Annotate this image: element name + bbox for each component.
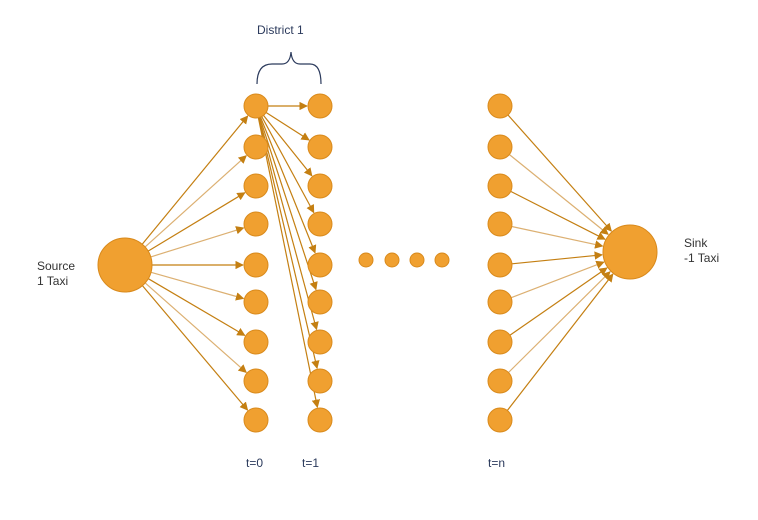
- edge-tn-sink-5: [511, 251, 603, 265]
- node-t0-2: [243, 134, 269, 160]
- edge-source-t0-4: [150, 226, 245, 258]
- ellipsis-dot-1: [358, 252, 374, 268]
- node-t0-5: [243, 252, 269, 278]
- node-t1-4: [307, 211, 333, 237]
- district-label: District 1: [257, 23, 304, 37]
- node-tn-1: [487, 93, 513, 119]
- node-t1-6: [307, 289, 333, 315]
- edge-tn-sink-6: [510, 260, 605, 299]
- source-node: [97, 237, 153, 293]
- source-label: Source 1 Taxi: [37, 259, 76, 288]
- edge-source-t0-9: [141, 285, 249, 411]
- time-label-t1: t=1: [302, 456, 320, 470]
- edge-t0-t1-3: [263, 115, 313, 177]
- edge-tn-sink-1: [507, 114, 612, 232]
- edge-t0-t1-4: [261, 116, 315, 214]
- node-tn-8: [487, 368, 513, 394]
- edge-t0-t1-8: [258, 117, 320, 370]
- node-t0-6: [243, 289, 269, 315]
- edge-source-t0-3: [147, 192, 246, 252]
- sink-node: [602, 224, 658, 280]
- node-t1-1: [307, 93, 333, 119]
- node-tn-5: [487, 252, 513, 278]
- edge-source-t0-7: [147, 278, 246, 336]
- node-tn-3: [487, 173, 513, 199]
- edge-t0-t1-2: [265, 111, 310, 141]
- edge-tn-sink-7: [509, 267, 608, 336]
- edge-source-t0-8: [144, 282, 247, 373]
- node-t0-7: [243, 329, 269, 355]
- edge-source-t0-6: [150, 271, 245, 301]
- node-t1-5: [307, 252, 333, 278]
- node-t1-8: [307, 368, 333, 394]
- edge-tn-sink-3: [510, 190, 606, 240]
- node-t0-4: [243, 211, 269, 237]
- node-t0-8: [243, 368, 269, 394]
- ellipsis-dot-3: [409, 252, 425, 268]
- edge-t0-t1-9: [257, 117, 321, 409]
- node-t0-9: [243, 407, 269, 433]
- node-t1-3: [307, 173, 333, 199]
- edge-t0-t1-7: [258, 117, 319, 331]
- edge-tn-sink-8: [508, 271, 611, 373]
- nodes: [97, 93, 658, 433]
- district-brace: [256, 51, 322, 85]
- edge-t0-t1-6: [259, 117, 318, 291]
- edges: [141, 101, 614, 411]
- edge-t0-t1-5: [259, 116, 317, 254]
- ellipsis-dot-4: [434, 252, 450, 268]
- edge-source-t0-1: [141, 115, 249, 245]
- edge-source-t0-2: [144, 155, 247, 248]
- node-tn-7: [487, 329, 513, 355]
- node-tn-2: [487, 134, 513, 160]
- edge-tn-sink-2: [508, 154, 609, 235]
- sink-label: Sink -1 Taxi: [684, 236, 720, 265]
- time-label-t0: t=0: [246, 456, 264, 470]
- node-t1-7: [307, 329, 333, 355]
- node-t0-1: [243, 93, 269, 119]
- edge-tn-sink-9: [506, 273, 614, 411]
- node-tn-4: [487, 211, 513, 237]
- edge-tn-sink-4: [511, 225, 604, 249]
- ellipsis-dot-2: [384, 252, 400, 268]
- node-t0-3: [243, 173, 269, 199]
- node-t1-9: [307, 407, 333, 433]
- time-label-tn: t=n: [488, 456, 506, 470]
- node-tn-9: [487, 407, 513, 433]
- node-t1-2: [307, 134, 333, 160]
- node-tn-6: [487, 289, 513, 315]
